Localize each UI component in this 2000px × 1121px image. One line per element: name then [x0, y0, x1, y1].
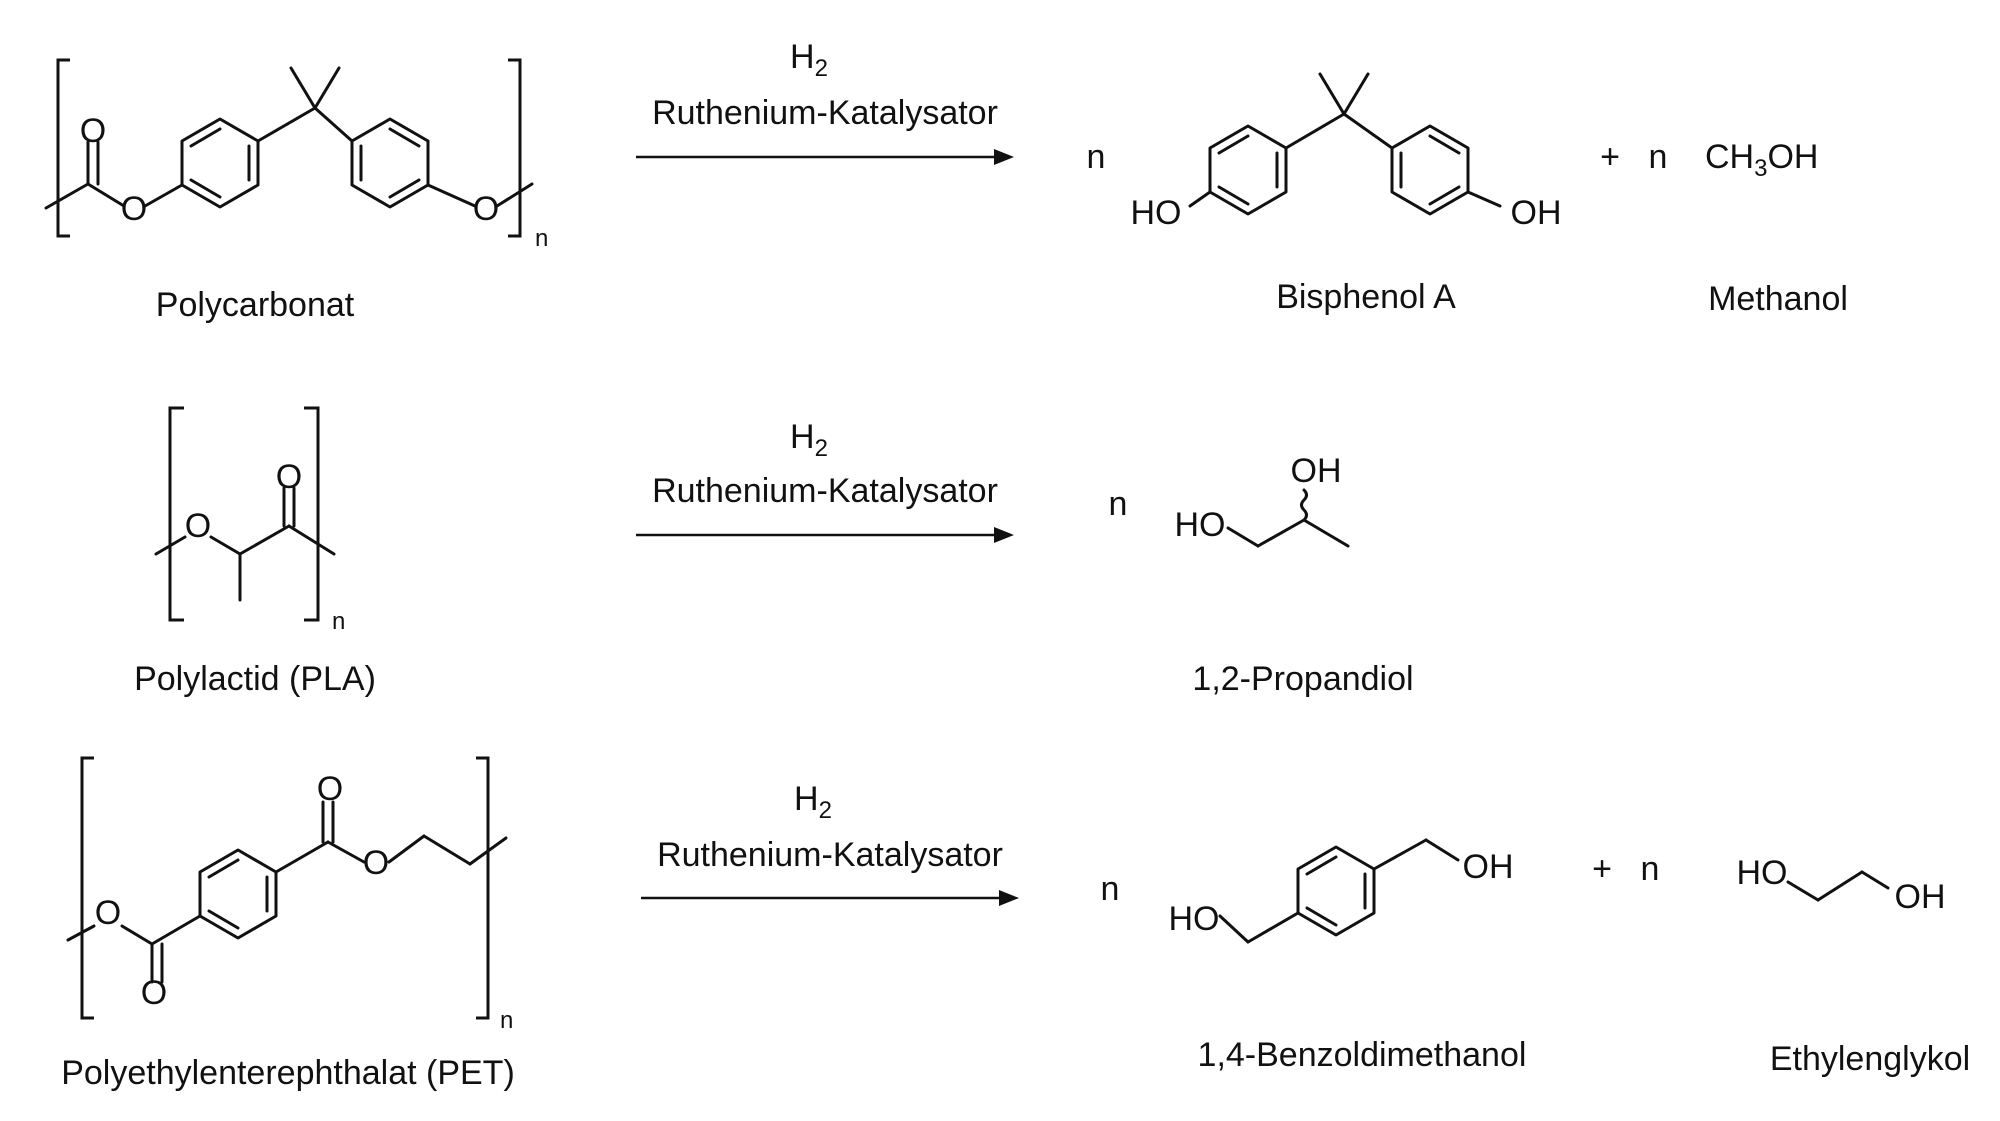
coefficient-n: n — [1109, 485, 1128, 523]
atom-label: OH — [1895, 878, 1946, 916]
reaction-arrow-1: H2 Ruthenium-Katalysator — [636, 38, 1014, 165]
atom-label: O — [363, 844, 389, 882]
atom-label: O — [185, 507, 211, 545]
bracket-left — [80, 756, 94, 1020]
ethylenglykol-structure: HO OH — [1737, 854, 1946, 916]
reagent-h2: H2 — [790, 418, 828, 462]
methanol-formula: CH3OH — [1705, 138, 1818, 182]
atom-label: O — [80, 112, 106, 150]
bisphenol-a-structure: HO OH — [1131, 72, 1562, 232]
coefficient-n: n — [1649, 138, 1668, 176]
atom-label: O — [276, 458, 302, 496]
atom-label: HO — [1175, 506, 1226, 544]
coefficient-n: n — [1101, 870, 1120, 908]
bracket-left — [168, 406, 184, 622]
reactant-name: Polylactid (PLA) — [134, 660, 376, 698]
arrow-head — [994, 149, 1014, 165]
atom-label: OH — [1291, 452, 1342, 490]
catalyst-label: Ruthenium-Katalysator — [652, 94, 998, 132]
propandiol-structure: HO OH — [1175, 452, 1350, 548]
atom-label: O — [121, 190, 147, 228]
bracket-left — [56, 58, 70, 238]
atom-label: OH — [1511, 194, 1562, 232]
pet-structure: O O O O n — [66, 756, 513, 1034]
wavy-bond — [1300, 488, 1308, 522]
repeat-n: n — [500, 1007, 513, 1034]
atom-label: O — [317, 770, 343, 808]
reaction-arrow-2: H2 Ruthenium-Katalysator — [636, 418, 1014, 543]
plus-sign: + — [1592, 850, 1612, 888]
product-name: Methanol — [1708, 280, 1848, 318]
bracket-right — [508, 58, 522, 238]
product-name: Ethylenglykol — [1770, 1040, 1970, 1078]
arrow-head — [999, 890, 1019, 906]
coefficient-n: n — [1641, 850, 1660, 888]
reactant-name: Polycarbonat — [156, 286, 355, 324]
bracket-right — [476, 756, 490, 1020]
atom-label: HO — [1737, 854, 1788, 892]
product-name: 1,4-Benzoldimethanol — [1198, 1036, 1527, 1074]
polycarbonate-structure: O O O n — [44, 58, 548, 252]
pla-structure: O O n — [154, 406, 345, 635]
atom-label: O — [95, 894, 121, 932]
atom-label: HO — [1169, 900, 1220, 938]
arrow-head — [994, 527, 1014, 543]
repeat-n: n — [535, 225, 548, 252]
repeat-n: n — [332, 608, 345, 635]
atom-label: OH — [1463, 848, 1514, 886]
reaction-arrow-3: H2 Ruthenium-Katalysator — [641, 780, 1019, 906]
benzoldimethanol-structure: HO OH — [1169, 838, 1514, 944]
atom-label: O — [473, 190, 499, 228]
catalyst-label: Ruthenium-Katalysator — [657, 836, 1003, 874]
catalyst-label: Ruthenium-Katalysator — [652, 472, 998, 510]
plus-sign: + — [1600, 138, 1620, 176]
coefficient-n: n — [1087, 138, 1106, 176]
product-name: Bisphenol A — [1276, 278, 1456, 316]
atom-label: O — [141, 974, 167, 1012]
bracket-right — [304, 406, 320, 622]
reagent-h2: H2 — [794, 780, 832, 824]
product-name: 1,2-Propandiol — [1192, 660, 1413, 698]
reactant-name: Polyethylenterephthalat (PET) — [61, 1054, 515, 1092]
reagent-h2: H2 — [790, 38, 828, 82]
atom-label: HO — [1131, 194, 1182, 232]
